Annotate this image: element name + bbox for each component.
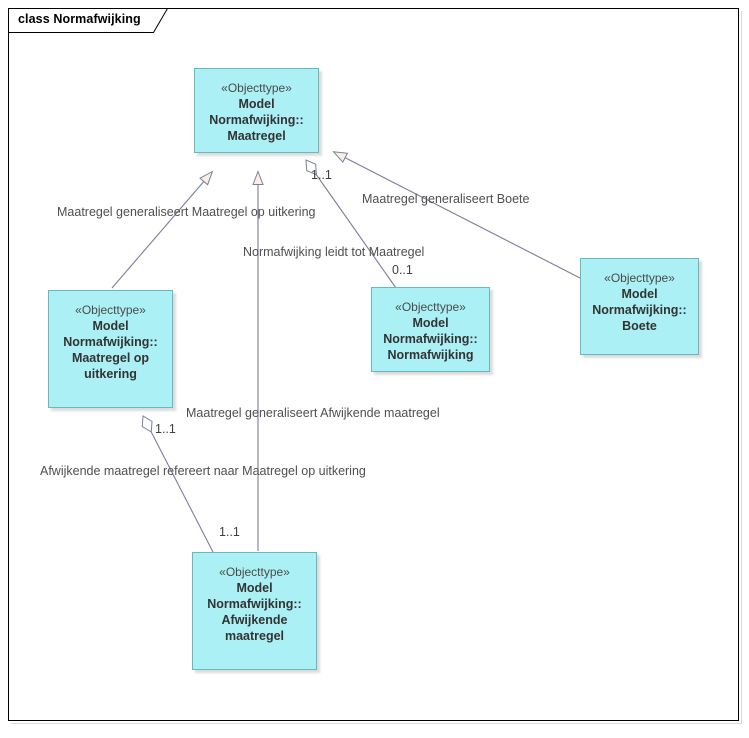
relationship-label-gen-afwijkende-maatregel: Maatregel generaliseert Afwijkende maatr… xyxy=(186,406,440,420)
class-name-line: Normafwijking:: xyxy=(63,335,158,349)
class-box-boete[interactable]: «Objecttype» Model Normafwijking:: Boete xyxy=(580,258,699,355)
class-name-line: Normafwijking:: xyxy=(383,332,478,346)
class-stereotype: «Objecttype» xyxy=(604,271,675,285)
connector-gen-boete xyxy=(332,151,581,279)
class-name-line: Normafwijking:: xyxy=(207,597,302,611)
class-name-line: Afwijkende xyxy=(221,613,288,627)
class-box-maatregel[interactable]: «Objecttype» Model Normafwijking:: Maatr… xyxy=(194,68,319,153)
relationship-label-agg-normafwijking-maatregel: Normafwijking leidt tot Maatregel xyxy=(243,245,425,259)
class-box-maatregel-op-uitkering[interactable]: «Objecttype» Model Normafwijking:: Maatr… xyxy=(48,290,173,408)
class-name-line: Model xyxy=(236,581,273,595)
class-box-normafwijking[interactable]: «Objecttype» Model Normafwijking:: Norma… xyxy=(371,287,490,372)
class-name-line: Model xyxy=(92,319,129,333)
class-box-afwijkende-maatregel[interactable]: «Objecttype» Model Normafwijking:: Afwij… xyxy=(192,552,317,670)
multiplicity-afwijkende-maatregel-source: 1..1 xyxy=(219,525,240,539)
class-stereotype: «Objecttype» xyxy=(221,81,292,95)
frame-title-label: class Normafwijking xyxy=(18,12,141,26)
class-name-line: maatregel xyxy=(224,629,285,643)
class-name-line: Model xyxy=(621,287,658,301)
diagram-frame xyxy=(8,8,739,721)
class-name-line: Boete xyxy=(622,319,657,333)
connector-agg-normafwijking-maatregel xyxy=(305,159,397,289)
class-name-line: Maatregel op xyxy=(71,351,150,365)
multiplicity-normafwijking-source: 0..1 xyxy=(392,263,413,277)
class-stereotype: «Objecttype» xyxy=(75,303,146,317)
frame-title-tab xyxy=(8,8,168,33)
multiplicity-maatregel-op-uitkering-target: 1..1 xyxy=(155,422,176,436)
class-name-line: Normafwijking xyxy=(387,348,474,362)
class-name-line: uitkering xyxy=(84,367,137,381)
relationship-label-gen-boete: Maatregel generaliseert Boete xyxy=(362,192,530,206)
relationship-label-gen-maatregel-op-uitkering: Maatregel generaliseert Maatregel op uit… xyxy=(57,205,316,219)
class-name-line: Normafwijking:: xyxy=(592,303,687,317)
connector-agg-afwijkende-refereert xyxy=(141,415,214,553)
connector-gen-maatregel-op-uitkering xyxy=(111,170,214,289)
class-name-line: Model xyxy=(412,316,449,330)
class-name-line: Maatregel xyxy=(227,129,286,143)
class-stereotype: «Objecttype» xyxy=(395,300,466,314)
frame-shadow xyxy=(11,11,742,724)
class-stereotype: «Objecttype» xyxy=(219,565,290,579)
class-name-line: Model xyxy=(238,97,275,111)
relationship-label-agg-afwijkende-refereert: Afwijkende maatregel refereert naar Maat… xyxy=(40,464,366,478)
multiplicity-maatregel-normafwijking: 1..1 xyxy=(311,168,332,182)
class-name-line: Normafwijking:: xyxy=(209,113,304,127)
